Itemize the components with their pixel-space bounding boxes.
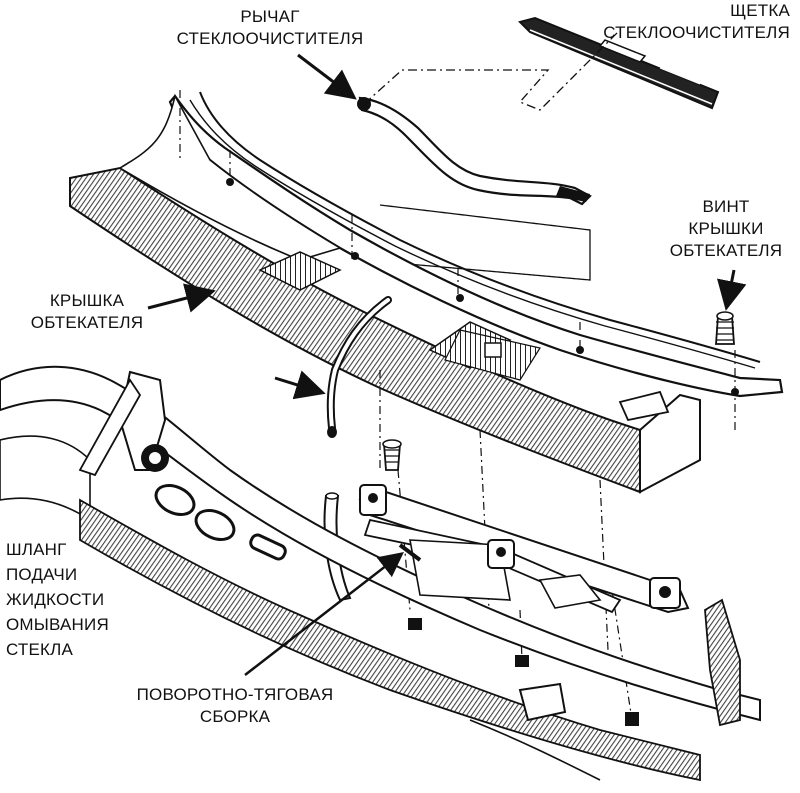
- cowl-screw-label-line-3: ОБТЕКАТЕЛЯ: [669, 241, 783, 260]
- wiper-blade: [518, 16, 720, 110]
- wiper-arm-label-line-2: СТЕКЛООЧИСТИТЕЛЯ: [176, 29, 364, 48]
- wiper-arm: [357, 96, 592, 206]
- washer-hose-label-line-2: ПОДАЧИ: [6, 565, 78, 584]
- washer-hose-label: ШЛАНГ ПОДАЧИ ЖИДКОСТИ ОМЫВАНИЯ СТЕКЛА: [6, 537, 156, 662]
- wiper-blade-label-line-1: ЩЕТКА: [730, 1, 790, 20]
- arm-pivot-bracket-line: [379, 204, 591, 281]
- linkage-assembly: [358, 484, 690, 614]
- body-panel: [0, 365, 761, 782]
- washer-hose-label-line-5: СТЕКЛА: [6, 640, 74, 659]
- linkage-screw: [382, 439, 402, 471]
- linkage-assembly-arrow: [244, 551, 404, 676]
- wiper-arm-label-line-1: РЫЧАГ: [240, 7, 300, 26]
- washer-hose-arrow: [274, 370, 326, 400]
- wiper-blade-label: ЩЕТКА СТЕКЛООЧИСТИТЕЛЯ: [590, 0, 790, 44]
- wiper-arm-arrow: [297, 53, 357, 100]
- linkage-assembly-label-line-1: ПОВОРОТНО-ТЯГОВАЯ: [136, 685, 334, 704]
- washer-hose-label-line-3: ЖИДКОСТИ: [6, 590, 105, 609]
- cowl-screw-label-line-1: ВИНТ: [702, 197, 750, 216]
- cowl-cover-arrow: [147, 283, 216, 313]
- linkage-assembly-label-line-2: СБОРКА: [199, 707, 271, 726]
- cowl-cover-label: КРЫШКА ОБТЕКАТЕЛЯ: [22, 290, 152, 334]
- linkage-assembly-label: ПОВОРОТНО-ТЯГОВАЯ СБОРКА: [110, 684, 360, 728]
- cowl-cover-label-line-1: КРЫШКА: [49, 291, 125, 310]
- cowl-screw-label: ВИНТ КРЫШКИ ОБТЕКАТЕЛЯ: [660, 196, 792, 262]
- leader-arrows: [147, 53, 747, 676]
- wiper-arm-label: РЫЧАГ СТЕКЛООЧИСТИТЕЛЯ: [170, 6, 370, 50]
- wiper-blade-label-line-2: СТЕКЛООЧИСТИТЕЛЯ: [603, 23, 790, 42]
- cowl-screw-arrow: [716, 269, 747, 311]
- arm-blade-connection-line: [363, 29, 621, 111]
- cowl-screw: [715, 311, 735, 345]
- washer-hose-label-line-1: ШЛАНГ: [6, 540, 67, 559]
- washer-hose-label-line-4: ОМЫВАНИЯ: [6, 615, 109, 634]
- cowl-screw-label-line-2: КРЫШКИ: [688, 219, 764, 238]
- cowl-cover-label-line-2: ОБТЕКАТЕЛЯ: [30, 313, 144, 332]
